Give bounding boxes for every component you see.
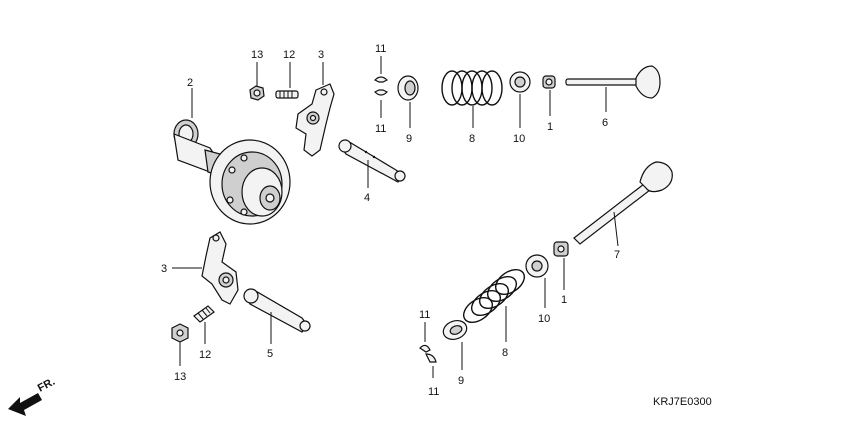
valve-spring-part: [441, 70, 503, 128]
stem-seal-part-lower: [553, 241, 569, 290]
front-direction-label: FR.: [36, 376, 57, 395]
callout-7: 7: [614, 249, 620, 261]
valve-part: [565, 65, 661, 112]
callout-4: 4: [364, 192, 370, 204]
callout-9-lower: 9: [458, 375, 464, 387]
valve-cotter-part-lower: [419, 322, 437, 378]
rocker-shaft-part-lower: [243, 288, 311, 344]
valve-spring-part-lower: [462, 268, 526, 342]
callout-10-lower: 10: [538, 313, 550, 325]
callout-1-upper: 1: [547, 121, 553, 133]
nut-part: [249, 62, 265, 101]
callout-11-upper-a: 11: [375, 43, 386, 55]
stem-seal-part: [542, 75, 556, 116]
rocker-arm-part: [295, 62, 335, 157]
adjust-screw-part-lower: [193, 305, 215, 344]
front-direction-arrow-icon: [8, 393, 42, 416]
callout-1-lower: 1: [561, 294, 567, 306]
callout-13-lower: 13: [174, 371, 186, 383]
callout-5: 5: [267, 348, 273, 360]
rocker-arm-part-lower: [172, 231, 239, 305]
camshaft-part: [173, 88, 291, 225]
adjust-screw-part: [275, 62, 299, 99]
nut-part-lower: [171, 323, 189, 366]
spring-retainer-part-lower: [442, 319, 468, 370]
spring-seat-part: [509, 71, 531, 128]
callout-6: 6: [602, 117, 608, 129]
callout-8-upper: 8: [469, 133, 475, 145]
rocker-shaft-part: [338, 139, 406, 188]
callout-9-upper: 9: [406, 133, 412, 145]
valve-cotter-part: [373, 56, 389, 118]
callout-10-upper: 10: [513, 133, 525, 145]
callout-3-lower: 3: [161, 263, 167, 275]
valve-part-lower: [573, 161, 673, 247]
callout-2: 2: [187, 77, 193, 89]
callout-11-lower-a: 11: [419, 309, 430, 321]
spring-retainer-part: [397, 75, 419, 128]
diagram-code: KRJ7E0300: [653, 396, 712, 408]
callout-12-upper: 12: [283, 49, 295, 61]
callout-11-upper-b: 11: [375, 123, 386, 135]
callout-13-upper: 13: [251, 49, 263, 61]
callout-11-lower-b: 11: [428, 386, 439, 398]
callout-3-upper: 3: [318, 49, 324, 61]
callout-8-lower: 8: [502, 347, 508, 359]
spring-seat-part-lower: [525, 254, 549, 308]
callout-12-lower: 12: [199, 349, 211, 361]
